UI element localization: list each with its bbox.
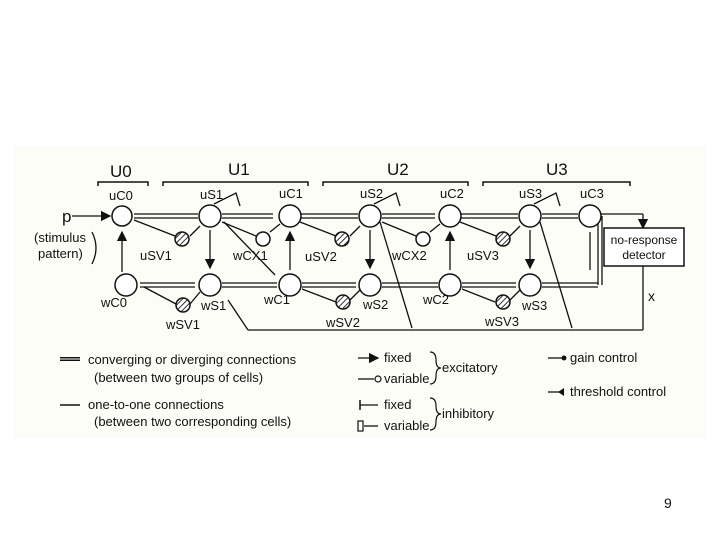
label-usv2: uSV2 [305,249,337,264]
legend-threshold-control: threshold control [570,384,666,399]
legend-inhibitory: inhibitory [442,406,495,421]
label-ws3: wS3 [521,298,547,313]
converging-connections [134,213,603,288]
detector-label-line1: no-response [611,233,678,247]
stimulus-label-line2: pattern) [38,246,83,261]
legend-inhib-fixed: fixed [384,397,411,412]
stimulus-label-line1: (stimulus [34,230,87,245]
cell-ws3 [518,273,542,297]
cell-wsv1 [175,297,191,313]
label-wc1: wC1 [263,292,290,307]
bracket-u0 [97,181,149,186]
layer-label-u1: U1 [228,160,250,179]
input-p-label: p [62,207,71,226]
node-labels: uC0 uS1 uC1 uS2 uC2 uS3 uC3 uSV1 wCX1 uS… [100,186,604,332]
cell-us1 [198,204,222,228]
legend-excit-fixed: fixed [384,350,411,365]
label-wsv3: wSV3 [484,314,519,329]
cell-uc0 [111,205,133,227]
cell-wcx1 [255,231,271,247]
legend-excit-variable: variable [384,371,430,386]
label-us2: uS2 [360,186,383,201]
cells [111,204,602,313]
x-label: x [648,288,655,304]
layer-label-u3: U3 [546,160,568,179]
bracket-u1 [162,181,309,186]
page-number: 9 [664,495,672,511]
cell-us2 [358,204,382,228]
legend-excitatory: excitatory [442,360,498,375]
layer-label-u0: U0 [110,162,132,181]
label-ws1: wS1 [200,298,226,313]
no-response-detector: no-response detector [603,227,685,267]
label-ws2: wS2 [362,297,388,312]
cell-usv2 [334,231,350,247]
layer-brackets [97,181,631,186]
layer-label-u2: U2 [387,160,409,179]
cell-ws1 [198,273,222,297]
label-wc2: wC2 [422,292,449,307]
legend-onetoone-line2: (between two corresponding cells) [94,414,291,429]
label-wcx2: wCX2 [391,248,427,263]
one-to-one-connections [72,192,649,331]
cell-wsv3 [495,294,511,310]
cell-uc3 [578,204,602,228]
legend-inhib-variable: variable [384,418,430,433]
label-wc0: wC0 [100,295,127,310]
label-us3: uS3 [519,186,542,201]
cell-uc2 [438,204,462,228]
label-usv3: uSV3 [467,248,499,263]
stimulus-input: p (stimulus pattern) [34,207,97,265]
label-uc3: uC3 [580,186,604,201]
cell-wc2 [438,273,462,297]
label-wcx1: wCX1 [232,248,268,263]
cell-wcx2 [415,231,431,247]
cell-wsv2 [335,294,351,310]
label-wsv1: wSV1 [165,317,200,332]
cell-uc1 [278,204,302,228]
legend-converging-line2: (between two groups of cells) [94,370,263,385]
cell-usv1 [174,231,190,247]
cell-wc1 [278,273,302,297]
label-us1: uS1 [200,187,223,202]
detector-label-line2: detector [622,248,665,262]
label-uc2: uC2 [440,186,464,201]
legend: converging or diverging connections (bet… [60,350,666,433]
cell-usv3 [495,231,511,247]
label-uc0: uC0 [109,188,133,203]
legend-onetoone-line1: one-to-one connections [88,397,224,412]
legend-converging-line1: converging or diverging connections [88,352,297,367]
bracket-u2 [322,181,469,186]
label-uc1: uC1 [279,186,303,201]
label-wsv2: wSV2 [325,315,360,330]
cell-us3 [518,204,542,228]
cell-ws2 [358,273,382,297]
legend-gain-control: gain control [570,350,637,365]
bracket-u3 [482,181,631,186]
cell-wc0 [114,273,138,297]
label-usv1: uSV1 [140,248,172,263]
